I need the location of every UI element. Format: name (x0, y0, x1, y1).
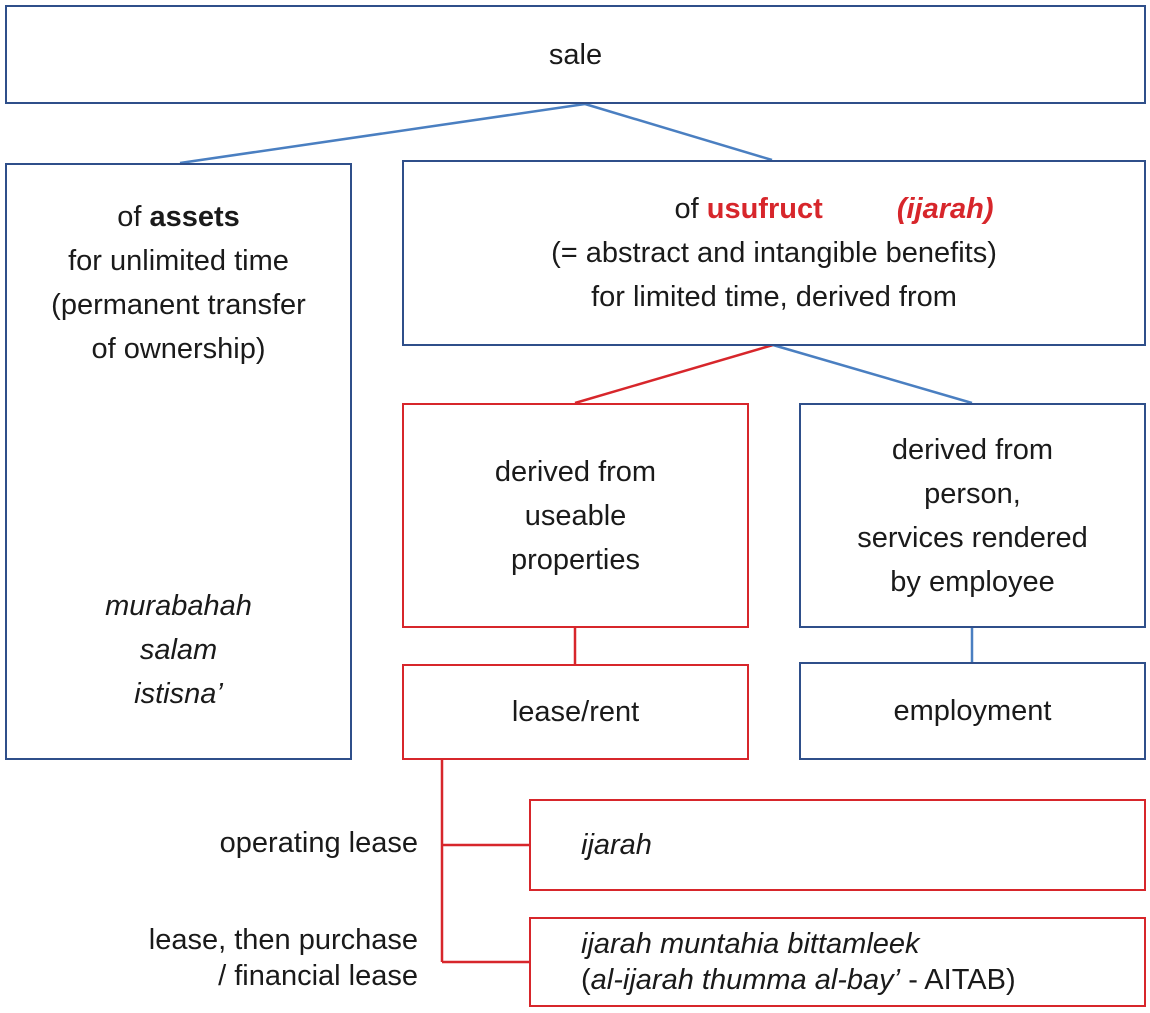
employment-box: employment (799, 662, 1146, 760)
example-salam: salam (139, 634, 218, 666)
usufruct-title: of usufruct (ijarah) (555, 187, 994, 231)
financial-lease-label: lease, then purchase / financial lease (60, 922, 418, 994)
person-line1: derived from (891, 433, 1054, 466)
usufruct-line2: (= abstract and intangible benefits) (551, 237, 997, 269)
person-line4: by employee (890, 565, 1055, 598)
assets-line2: for unlimited time (68, 245, 289, 277)
properties-line2: useable (524, 499, 627, 532)
financial-label-line2: / financial lease (218, 960, 418, 992)
financial-label-line1: lease, then purchase (148, 924, 418, 956)
imb-rest: - AITAB) (900, 964, 1016, 996)
ijarah-box: ijarah (529, 799, 1146, 891)
usufruct-keyword: usufruct (706, 193, 823, 225)
example-istisna: istisna’ (134, 678, 223, 710)
usufruct-prefix: of (674, 193, 699, 225)
ijarah-text: ijarah (581, 829, 652, 861)
person-line3: services rendered (857, 521, 1088, 554)
assets-line4: of ownership) (91, 333, 266, 365)
imb-italic: al-ijarah thumma al-bay’ (590, 964, 901, 996)
properties-line3: properties (511, 543, 640, 576)
lease-rent-box: lease/rent (402, 664, 749, 760)
imb-line2: (al-ijarah thumma al-bay’ - AITAB) (581, 962, 1016, 998)
connector-sale-assets (179, 102, 586, 165)
person-box: derived from person, services rendered b… (799, 403, 1146, 628)
connector-usufruct-properties (574, 343, 774, 405)
assets-line3: (permanent transfer (51, 289, 306, 321)
assets-keyword: assets (149, 201, 240, 233)
assets-title: of assets (117, 195, 240, 239)
sale-text: sale (548, 38, 603, 71)
properties-line1: derived from (494, 455, 657, 488)
assets-box: of assets for unlimited time (permanent … (5, 163, 352, 760)
imb-open-paren: ( (581, 964, 591, 996)
person-line2: person, (924, 477, 1021, 510)
employment-text: employment (893, 695, 1052, 727)
connector-sale-usufruct (584, 102, 773, 162)
lease-rent-text: lease/rent (511, 696, 640, 728)
usufruct-box: of usufruct (ijarah) (= abstract and int… (402, 160, 1146, 346)
imb-line1: ijarah muntahia bittamleek (581, 928, 920, 960)
usufruct-line3: for limited time, derived from (591, 281, 957, 313)
usufruct-tag: (ijarah) (896, 193, 994, 225)
properties-box: derived from useable properties (402, 403, 749, 628)
example-murabahah: murabahah (105, 590, 252, 622)
connector-usufruct-person (772, 343, 973, 405)
sale-box: sale (5, 5, 1146, 104)
assets-prefix: of (117, 201, 142, 233)
imb-box: ijarah muntahia bittamleek (al-ijarah th… (529, 917, 1146, 1007)
operating-lease-label: operating lease (219, 827, 418, 859)
